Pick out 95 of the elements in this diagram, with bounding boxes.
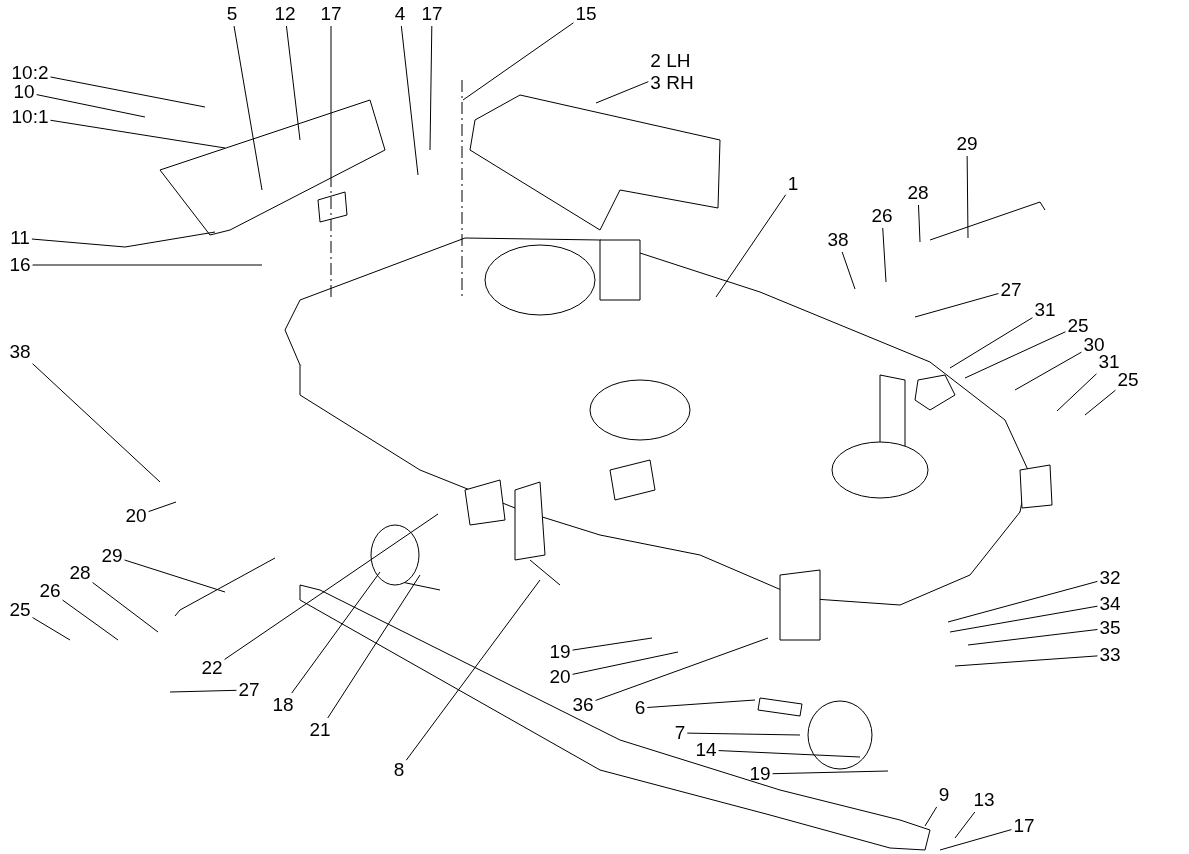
callout-number: 36 xyxy=(572,694,594,716)
callout-number: 22 xyxy=(201,657,223,679)
leader-line xyxy=(1084,389,1116,416)
callout-number: 26 xyxy=(871,205,893,227)
leader-line xyxy=(233,25,263,191)
leader-line xyxy=(939,829,1012,851)
callout-number: 2 LH xyxy=(650,50,691,72)
callout-number: 18 xyxy=(272,694,294,716)
leader-line xyxy=(285,25,301,141)
callout-number: 28 xyxy=(907,182,929,204)
leader-line xyxy=(954,655,1098,667)
callout-number: 10:2 xyxy=(11,62,49,84)
callout-number: 19 xyxy=(549,641,571,663)
leader-line xyxy=(1014,351,1082,391)
callout-number: 1 xyxy=(787,173,799,195)
callout-number: 25 xyxy=(1067,315,1089,337)
leader-line xyxy=(429,25,433,151)
callout-number: 25 xyxy=(9,599,31,621)
callout-number: 19 xyxy=(749,763,771,785)
callout-number: 13 xyxy=(973,789,995,811)
leader-line xyxy=(924,806,938,827)
leader-line xyxy=(572,637,653,651)
leader-line xyxy=(92,582,159,633)
callout-number: 20 xyxy=(125,505,147,527)
callout-number: 17 xyxy=(320,3,342,25)
leader-line xyxy=(405,579,541,761)
leader-line xyxy=(572,651,679,675)
leader-line xyxy=(646,699,756,708)
callout-number: 29 xyxy=(101,545,123,567)
callout-number: 12 xyxy=(274,3,296,25)
callout-number: 4 xyxy=(394,3,406,25)
callout-number: 29 xyxy=(956,133,978,155)
leader-line xyxy=(966,155,969,239)
leader-line xyxy=(967,629,1098,646)
leader-line xyxy=(949,605,1098,633)
callout-number: 27 xyxy=(238,679,260,701)
leader-line xyxy=(124,559,226,593)
callout-number: 34 xyxy=(1099,593,1121,615)
callout-number: 10:1 xyxy=(11,106,49,128)
leader-line xyxy=(595,81,649,104)
callout-number: 6 xyxy=(634,697,646,719)
leader-line xyxy=(718,750,861,758)
callout-number: 21 xyxy=(309,719,331,741)
leader-line xyxy=(224,513,439,660)
leader-line xyxy=(169,689,237,693)
callout-number: 33 xyxy=(1099,644,1121,666)
leader-line xyxy=(62,599,119,641)
leader-line xyxy=(949,317,1033,369)
leader-line xyxy=(291,571,381,694)
callout-number: 20 xyxy=(549,666,571,688)
callout-number: 28 xyxy=(69,562,91,584)
callout-number: 38 xyxy=(9,341,31,363)
leader-line xyxy=(715,194,787,298)
leader-line xyxy=(50,119,226,149)
leader-line xyxy=(882,227,887,283)
callout-number: 5 xyxy=(226,3,238,25)
callout-number: 11 xyxy=(10,227,30,249)
leader-line xyxy=(148,501,177,513)
leader-line xyxy=(50,76,206,108)
callout-number: 17 xyxy=(421,3,443,25)
leader-line xyxy=(32,617,71,641)
callout-number: 26 xyxy=(39,580,61,602)
leader-line xyxy=(32,363,161,483)
leader-line xyxy=(595,637,769,701)
leader-line xyxy=(841,251,856,290)
leader-line xyxy=(1056,373,1097,412)
leader-line xyxy=(31,238,126,248)
leader-line xyxy=(462,22,574,101)
leader-line xyxy=(36,94,146,118)
leader-line xyxy=(954,811,976,839)
leader-line xyxy=(330,25,332,176)
callout-number: 8 xyxy=(393,759,405,781)
callout-number: 3 RH xyxy=(650,72,694,94)
callout-number: 27 xyxy=(1000,279,1022,301)
callout-number: 38 xyxy=(827,229,849,251)
leader-line xyxy=(914,293,999,318)
callout-number: 31 xyxy=(1034,299,1056,321)
callout-number: 32 xyxy=(1099,567,1121,589)
callout-number: 35 xyxy=(1099,617,1121,639)
callout-number: 25 xyxy=(1117,369,1139,391)
leader-line xyxy=(32,264,263,266)
callout-number: 9 xyxy=(938,784,950,806)
leader-line xyxy=(918,204,921,243)
leader-line xyxy=(964,331,1066,379)
callout-number: 10 xyxy=(13,81,35,103)
callout-number: 14 xyxy=(695,739,717,761)
callout-number: 16 xyxy=(9,254,31,276)
callout-number: 17 xyxy=(1013,815,1035,837)
leader-line xyxy=(772,770,889,775)
leader-line xyxy=(400,25,419,176)
callout-number: 7 xyxy=(674,722,686,744)
callout-number: 15 xyxy=(575,3,597,25)
leader-line xyxy=(327,574,421,719)
leader-line xyxy=(947,580,1098,623)
leader-line xyxy=(686,732,801,736)
